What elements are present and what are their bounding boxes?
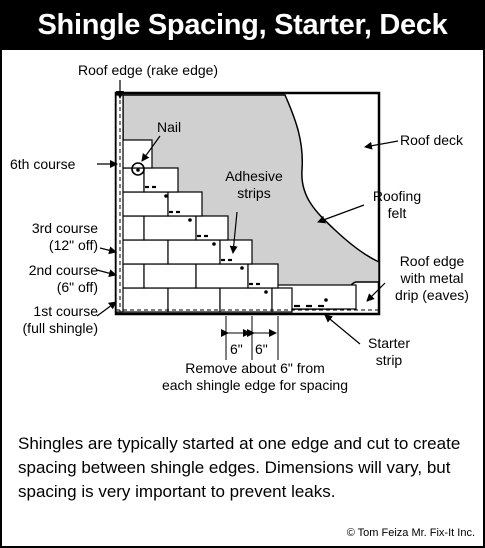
course-6-tab (143, 167, 179, 193)
spacing-note-line1: Remove about 6" from (185, 360, 325, 376)
adhesive-label-line2: strips (237, 185, 271, 201)
starter-label-line2: strip (375, 352, 403, 368)
felt-label-line1: Roofing (372, 188, 422, 204)
nail-label: Nail (157, 119, 182, 135)
second-course-line1: 2nd course (28, 262, 98, 278)
adhesive-label-line1: Adhesive (225, 168, 283, 184)
dimension-right-label: 6" (255, 341, 268, 357)
spacing-note-line2: each shingle edge for spacing (161, 377, 349, 393)
roof-deck-label: Roof deck (400, 132, 464, 148)
sixth-course-label: 6th course (10, 156, 76, 172)
course-1-tab (115, 287, 169, 313)
third-course-line1: 3rd course (31, 220, 98, 236)
course-5-tab (167, 191, 203, 217)
first-course-line2: (full shingle) (22, 320, 98, 336)
third-course-label: 3rd course (12" off) (4, 220, 98, 254)
course-1-tab (271, 287, 293, 313)
dimension-left-label: 6" (230, 341, 243, 357)
adhesive-strips (145, 185, 324, 308)
course-1-tab (167, 287, 221, 313)
eaves-edge-label: Roof edge with metal drip (eaves) (383, 253, 481, 304)
starter-strip-label: Starter strip (354, 335, 424, 369)
course-4-tab (143, 215, 197, 241)
adhesive-strips-label: Adhesive strips (214, 168, 294, 202)
course-3-tab (167, 239, 221, 265)
course-2-tab (195, 263, 249, 289)
eaves-label-line3: drip (eaves) (395, 287, 469, 303)
roofing-felt-label: Roofing felt (362, 188, 432, 222)
rake-strip (115, 94, 124, 313)
leader-arrows (96, 80, 399, 345)
course-4-tab (195, 215, 229, 241)
first-course-line1: 1st course (33, 303, 98, 319)
course-3-tab (115, 239, 169, 265)
third-course-line2: (12" off) (48, 237, 98, 253)
caption-text: Shingles are typically started at one ed… (18, 434, 461, 501)
second-course-line2: (6" off) (56, 279, 98, 295)
second-course-label: 2nd course (6" off) (4, 262, 98, 296)
course-1-tab (219, 287, 273, 313)
eaves-label-line2: with metal (400, 270, 464, 286)
eaves-label-line1: Roof edge (399, 253, 465, 269)
shingle-courses (115, 94, 293, 313)
diagram-title: Shingle Spacing, Starter, Deck (0, 0, 485, 50)
nail-dots (136, 168, 328, 302)
starter-label-line1: Starter (367, 335, 410, 351)
spacing-dimensions (221, 316, 279, 360)
felt-label-line2: felt (387, 205, 407, 221)
course-5-tab (115, 191, 169, 217)
spacing-note: Remove about 6" from each shingle edge f… (140, 360, 370, 394)
copyright-credit: © Tom Feiza Mr. Fix-It Inc. (346, 527, 475, 539)
first-course-label: 1st course (full shingle) (2, 303, 98, 337)
course-2-tab (143, 263, 197, 289)
rake-edge-label: Roof edge (rake edge) (78, 62, 219, 78)
nail-highlight (131, 162, 145, 176)
